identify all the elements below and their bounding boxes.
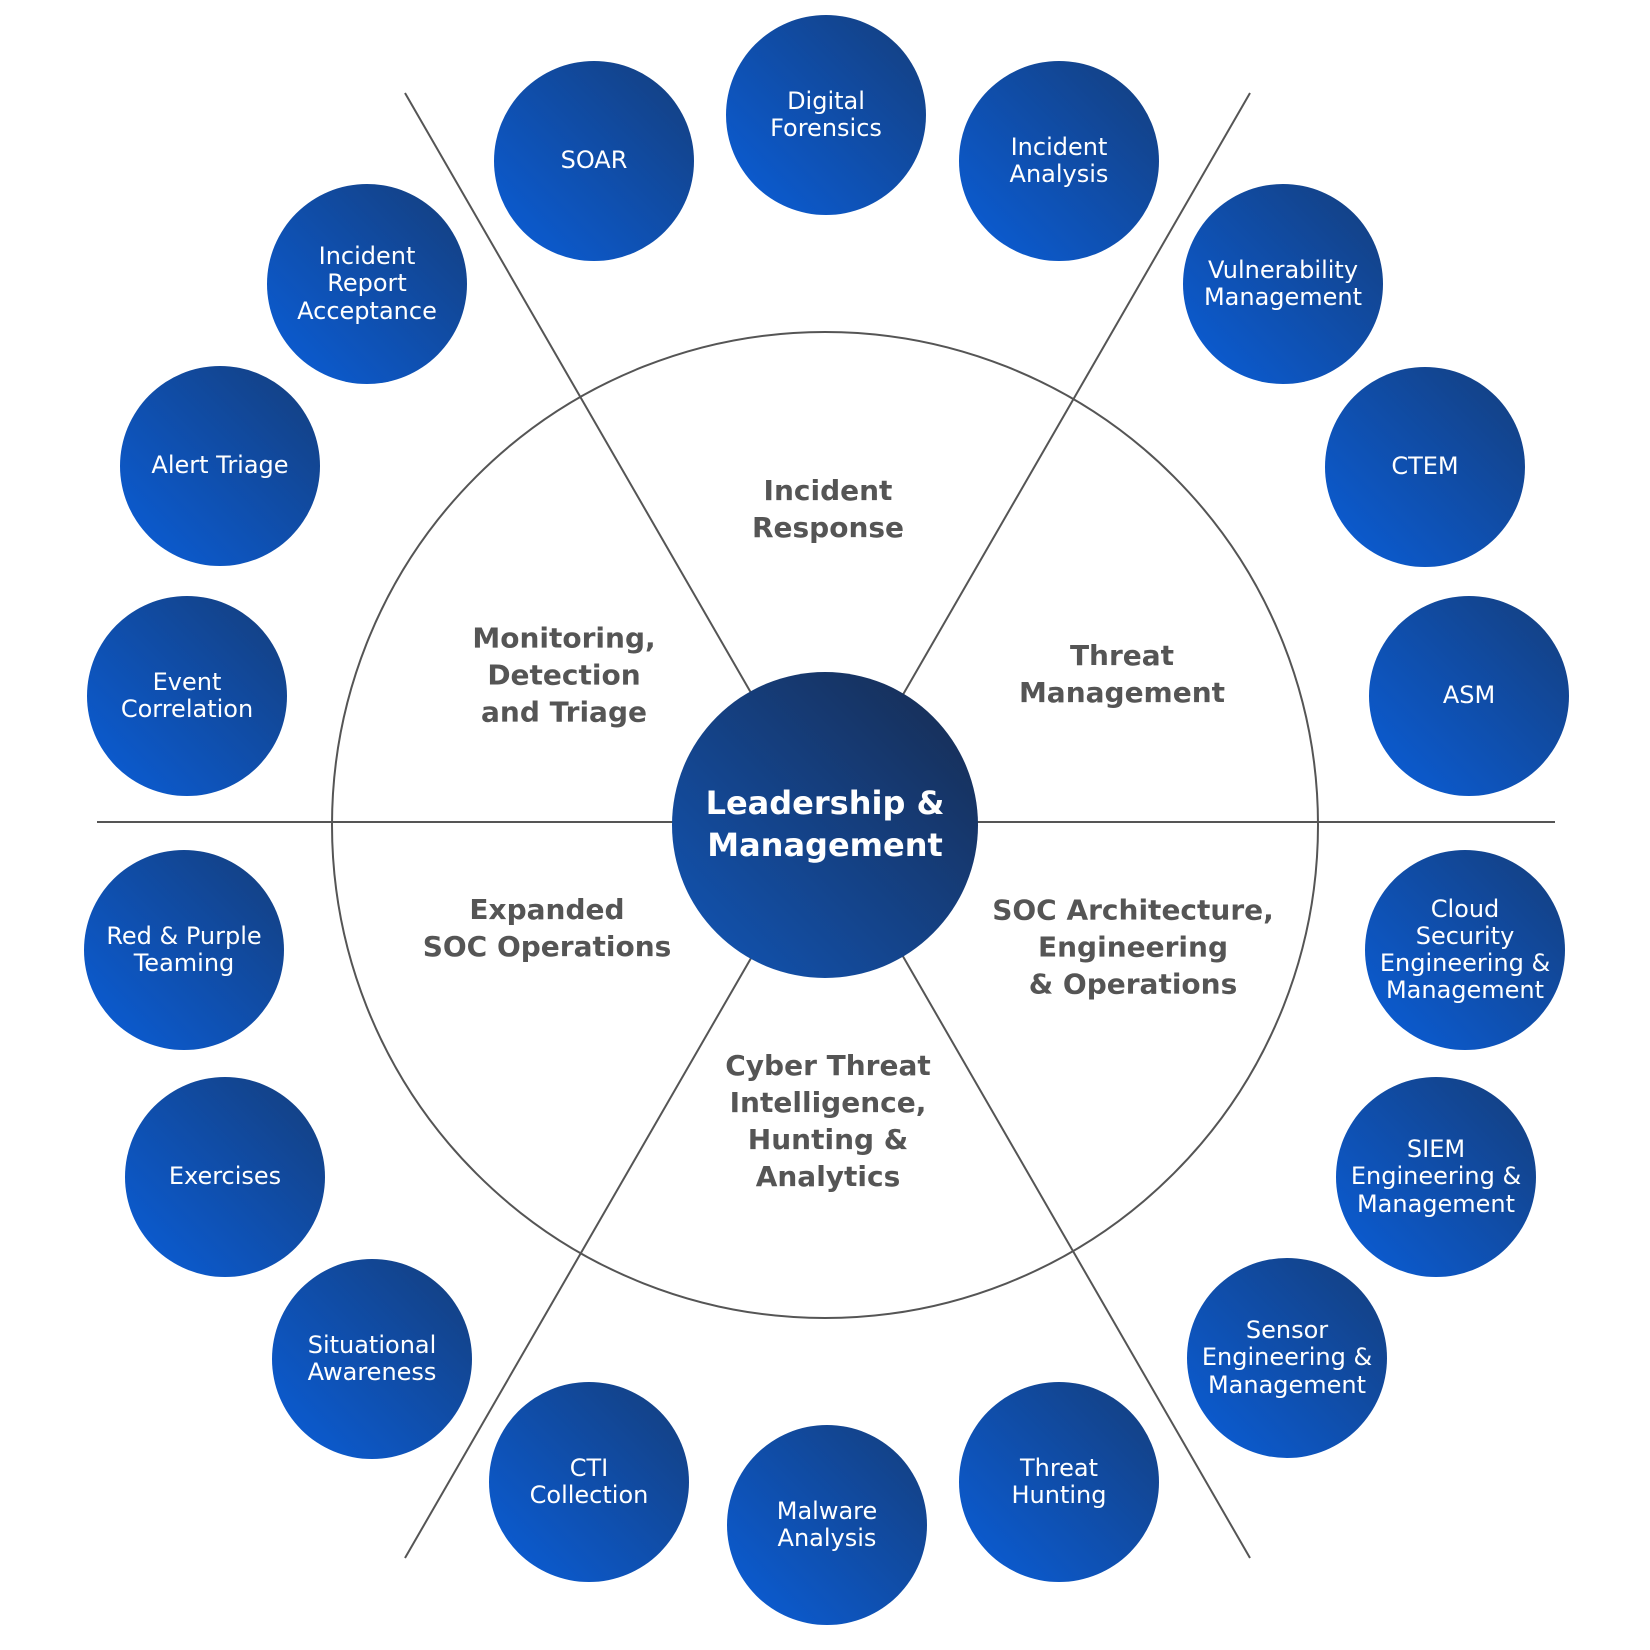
capability-vulnerability-management: Vulnerability Management <box>1183 184 1383 384</box>
sector-threat-management: Threat Management <box>1018 639 1226 709</box>
capability-asm: ASM <box>1369 596 1569 796</box>
capability-incident-analysis: Incident Analysis <box>959 61 1159 261</box>
capability-red-purple-teaming: Red & Purple Teaming <box>84 850 284 1050</box>
capability-event-correlation: Event Correlation <box>87 596 287 796</box>
sector-expanded-soc-operations: Expanded SOC Operations <box>422 893 672 963</box>
capability-sensor-engineering: Sensor Engineering & Management <box>1187 1258 1387 1458</box>
capability-situational-awareness: Situational Awareness <box>272 1259 472 1459</box>
center-hub-leadership: Leadership & Management <box>672 672 978 978</box>
capability-incident-report-acceptance: Incident Report Acceptance <box>267 184 467 384</box>
capability-cloud-security: Cloud Security Engineering & Management <box>1365 850 1565 1050</box>
outer-ring <box>331 331 1319 1319</box>
capability-soar: SOAR <box>494 61 694 261</box>
capability-cti-collection: CTI Collection <box>489 1382 689 1582</box>
capability-siem-engineering: SIEM Engineering & Management <box>1336 1077 1536 1277</box>
sector-incident-response: Incident Response <box>751 474 905 544</box>
capability-digital-forensics: Digital Forensics <box>726 15 926 215</box>
capability-malware-analysis: Malware Analysis <box>727 1425 927 1625</box>
sector-soc-architecture: SOC Architecture, Engineering & Operatio… <box>992 893 1274 1001</box>
capability-ctem: CTEM <box>1325 367 1525 567</box>
sector-monitoring-detection: Monitoring, Detection and Triage <box>472 621 656 729</box>
sector-cyber-threat-intelligence: Cyber Threat Intelligence, Hunting & Ana… <box>725 1049 931 1193</box>
capability-exercises: Exercises <box>125 1077 325 1277</box>
capability-threat-hunting: Threat Hunting <box>959 1382 1159 1582</box>
capability-alert-triage: Alert Triage <box>120 366 320 566</box>
